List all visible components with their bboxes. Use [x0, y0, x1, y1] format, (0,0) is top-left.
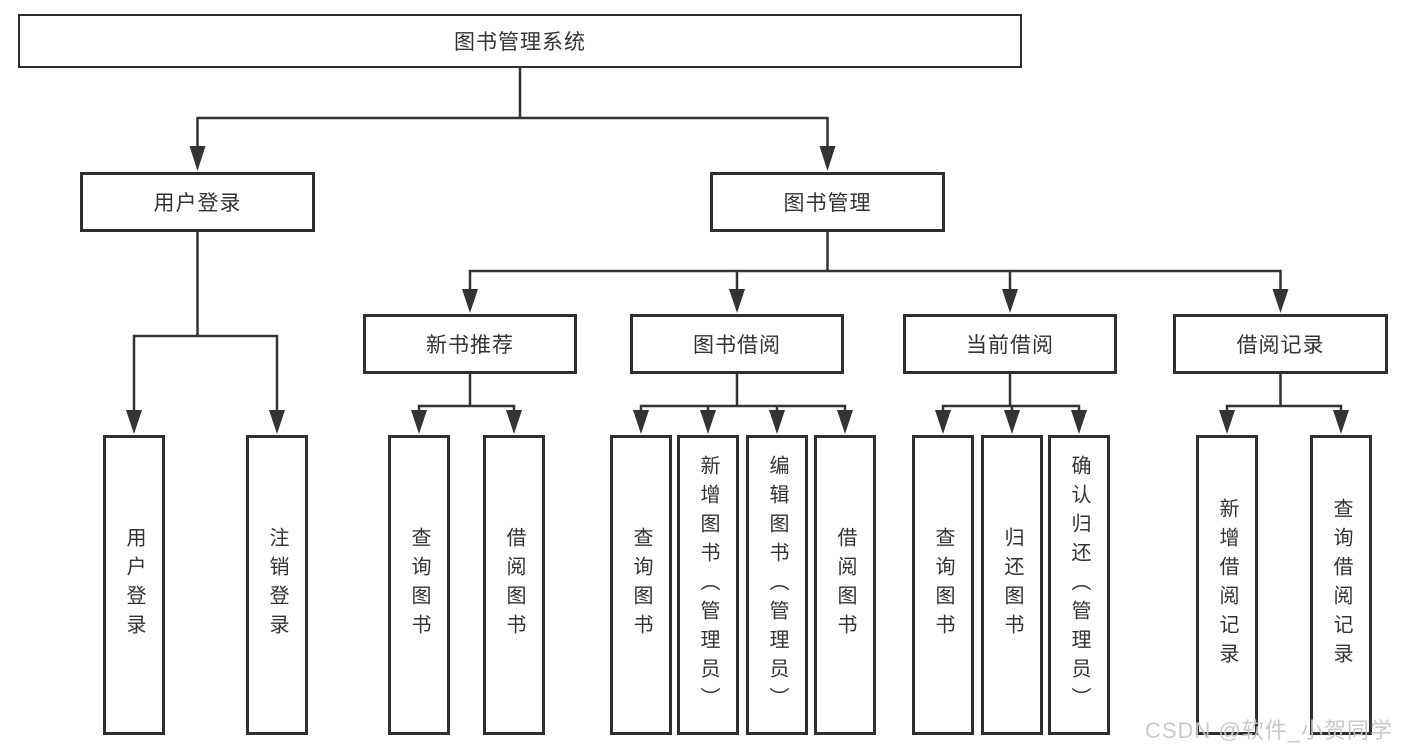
leaf-query-borrow-record-label: 查询借阅记录	[1330, 498, 1352, 672]
leaf-borrow-query-books: 查询图书	[610, 435, 672, 735]
node-root-label: 图书管理系统	[454, 31, 586, 54]
node-book-management-label: 图书管理	[783, 192, 872, 215]
leaf-borrow-books-label: 借阅图书	[834, 527, 856, 643]
connector-strokes	[132, 68, 1343, 413]
leaf-current-query-books: 查询图书	[912, 435, 974, 735]
leaf-add-borrow-record-label: 新增借阅记录	[1216, 498, 1238, 672]
watermark: CSDN @软件_小贺同学	[1144, 718, 1393, 743]
leaf-logout: 注销登录	[246, 435, 308, 735]
leaf-confirm-return-admin-label: 确认归还（管理员）	[1068, 454, 1090, 716]
leaf-return-books: 归还图书	[981, 435, 1043, 735]
leaf-query-borrow-record: 查询借阅记录	[1310, 435, 1372, 735]
leaf-current-query-books-label: 查询图书	[932, 527, 954, 643]
arrowheads	[126, 146, 1349, 434]
leaf-user-login: 用户登录	[103, 435, 165, 735]
node-root: 图书管理系统	[18, 14, 1022, 68]
node-borrow-record-label: 借阅记录	[1236, 334, 1325, 357]
node-user-login: 用户登录	[80, 172, 315, 232]
leaf-recommend-borrow-books-label: 借阅图书	[503, 527, 525, 643]
leaf-logout-label: 注销登录	[266, 527, 288, 643]
node-new-book-recommend-label: 新书推荐	[426, 334, 514, 357]
leaf-recommend-query-books-label: 查询图书	[408, 527, 430, 643]
leaf-edit-books-admin: 编辑图书（管理员）	[746, 435, 808, 735]
leaf-user-login-label: 用户登录	[123, 527, 145, 643]
node-book-borrow: 图书借阅	[630, 314, 844, 374]
node-user-login-label: 用户登录	[153, 192, 242, 215]
leaf-add-borrow-record: 新增借阅记录	[1196, 435, 1258, 735]
node-borrow-record: 借阅记录	[1173, 314, 1388, 374]
leaf-edit-books-admin-label: 编辑图书（管理员）	[766, 454, 788, 716]
node-new-book-recommend: 新书推荐	[363, 314, 577, 374]
leaf-borrow-books: 借阅图书	[814, 435, 876, 735]
node-book-borrow-label: 图书借阅	[693, 334, 781, 357]
leaf-confirm-return-admin: 确认归还（管理员）	[1048, 435, 1110, 735]
leaf-recommend-query-books: 查询图书	[388, 435, 450, 735]
leaf-return-books-label: 归还图书	[1001, 527, 1023, 643]
node-book-management: 图书管理	[710, 172, 945, 232]
leaf-borrow-query-books-label: 查询图书	[630, 527, 652, 643]
leaf-add-books-admin: 新增图书（管理员）	[677, 435, 739, 735]
node-current-borrow: 当前借阅	[903, 314, 1117, 374]
node-current-borrow-label: 当前借阅	[966, 334, 1054, 357]
leaf-recommend-borrow-books: 借阅图书	[483, 435, 545, 735]
leaf-add-books-admin-label: 新增图书（管理员）	[697, 454, 719, 716]
